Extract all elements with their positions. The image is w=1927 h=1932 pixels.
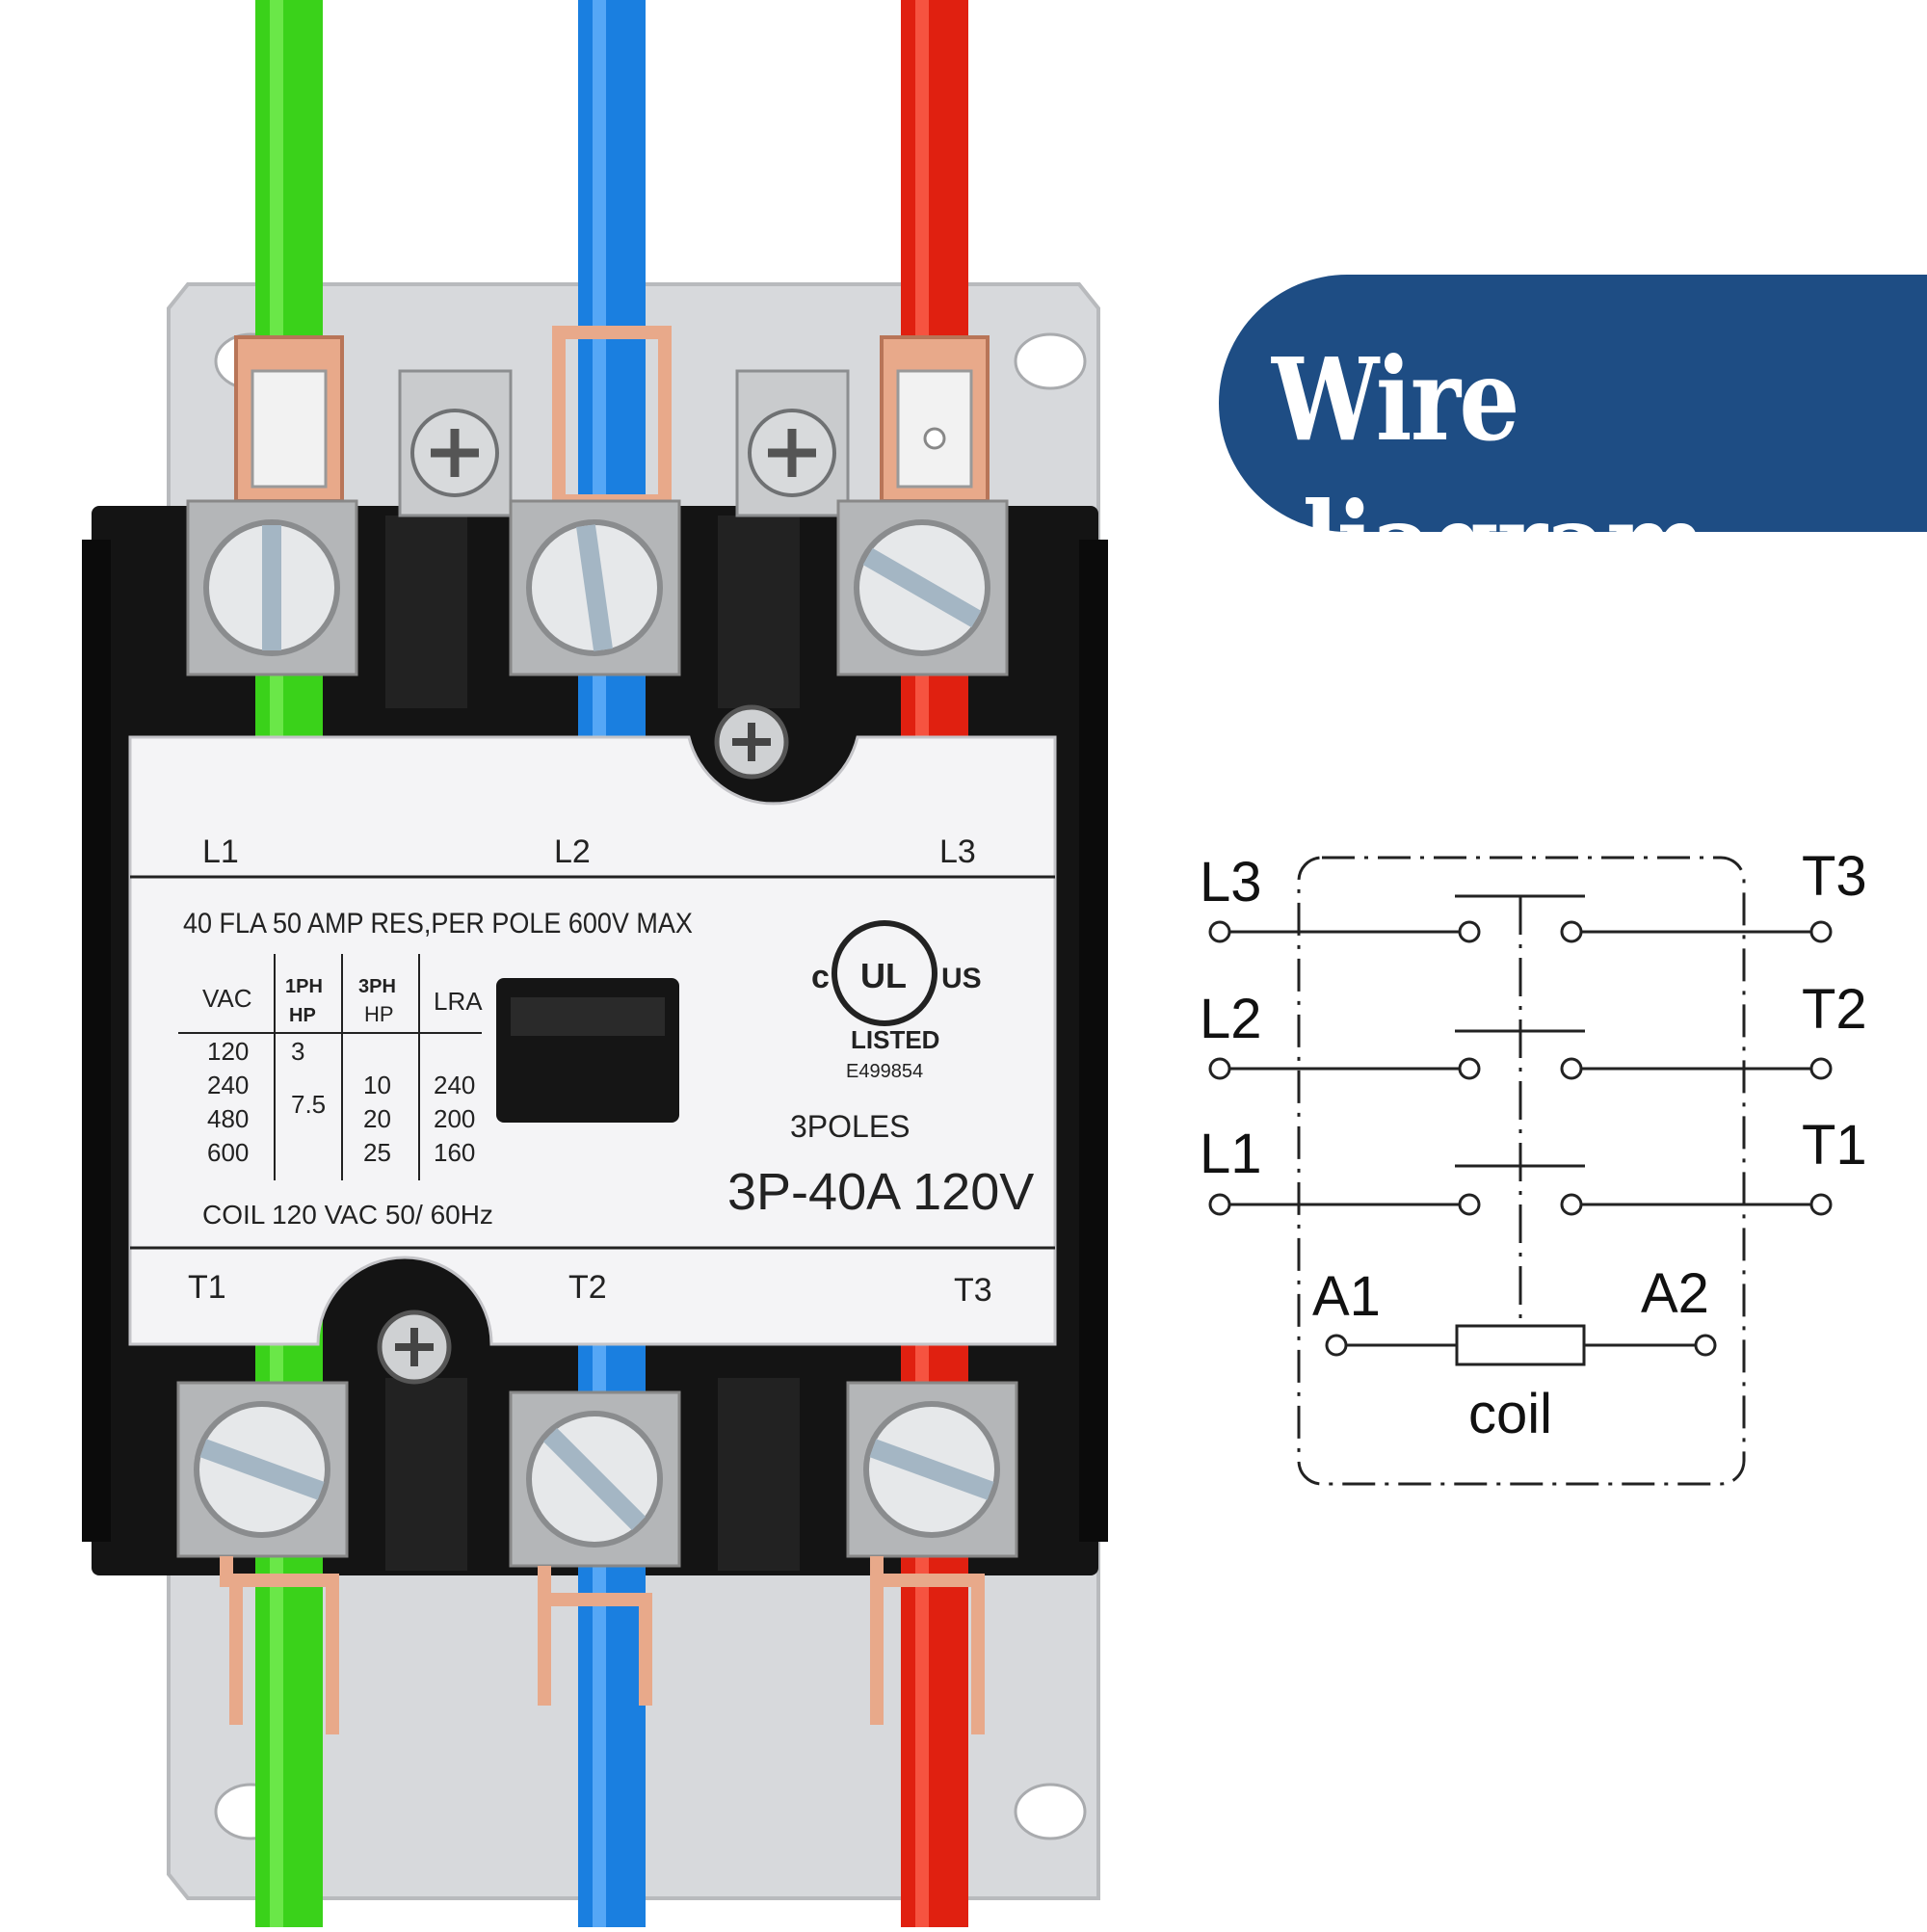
coil-rating-line: COIL 120 VAC 50/ 60Hz [202,1200,493,1230]
hp-3ph-25: 25 [363,1138,391,1167]
copper-lugs-bottom [220,1556,985,1734]
hp-3ph-10: 10 [363,1071,391,1099]
table-header-1ph: 1PH [285,976,323,997]
coil-screw-top-right [735,369,850,517]
terminal-label-l2: L2 [554,834,591,870]
model-label: 3P-40A 120V [727,1163,1034,1221]
vac-600: 600 [207,1138,249,1167]
vac-480: 480 [207,1104,249,1133]
cert-listed: LISTED [851,1025,939,1054]
wiring-schematic [1208,856,1833,1486]
table-header-vac: VAC [202,984,252,1013]
copper-lugs-top [234,326,990,508]
label-text: L1 L2 L3 40 FLA 50 AMP RES,PER POLE 600V… [183,834,1034,1309]
rating-line: 40 FLA 50 AMP RES,PER POLE 600V MAX [183,908,693,940]
table-header-3ph-hp: HP [364,1002,394,1026]
table-header-3ph: 3PH [358,976,396,997]
schematic-label-a1: A1 [1312,1265,1381,1328]
terminal-label-t3: T3 [954,1272,992,1309]
vac-120: 120 [207,1037,249,1066]
lra-240: 240 [434,1071,475,1099]
schematic-label-t1: T1 [1802,1114,1867,1177]
terminal-label-l1: L1 [202,834,239,870]
schematic-label-coil: coil [1468,1383,1552,1445]
terminal-label-t2: T2 [568,1269,607,1306]
schematic-label-l1: L1 [1200,1123,1262,1185]
schematic-label-a2: A2 [1641,1262,1709,1325]
title-banner [1219,275,1927,532]
coil-screw-top-left [398,369,513,517]
terminal-blocks-bottom [176,1381,1018,1568]
vac-240: 240 [207,1071,249,1099]
schematic-label-t3: T3 [1802,845,1867,908]
schematic-label-t2: T2 [1802,978,1867,1041]
schematic-label-l2: L2 [1200,988,1262,1050]
cert-us: US [941,963,982,994]
table-header-lra: LRA [434,987,483,1016]
banner-title: Wire diagram [1272,332,1707,611]
terminal-blocks-top [186,499,1009,676]
schematic-labels: L3 L2 L1 T3 T2 T1 A1 A2 coil [1200,845,1867,1445]
hp-1ph-7-5: 7.5 [291,1090,326,1119]
cert-ul: UL [860,956,907,995]
terminal-label-t1: T1 [188,1269,226,1306]
cert-file-number: E499854 [846,1061,923,1082]
poles-label: 3POLES [790,1109,911,1144]
hp-1ph-3: 3 [291,1037,304,1066]
cert-c: c [811,959,830,995]
schematic-label-l3: L3 [1200,851,1262,913]
hp-3ph-20: 20 [363,1104,391,1133]
terminal-label-l3: L3 [939,834,976,870]
lra-160: 160 [434,1138,475,1167]
table-header-1ph-hp: HP [289,1005,316,1026]
lra-200: 200 [434,1104,475,1133]
label-plate [128,704,1057,1385]
